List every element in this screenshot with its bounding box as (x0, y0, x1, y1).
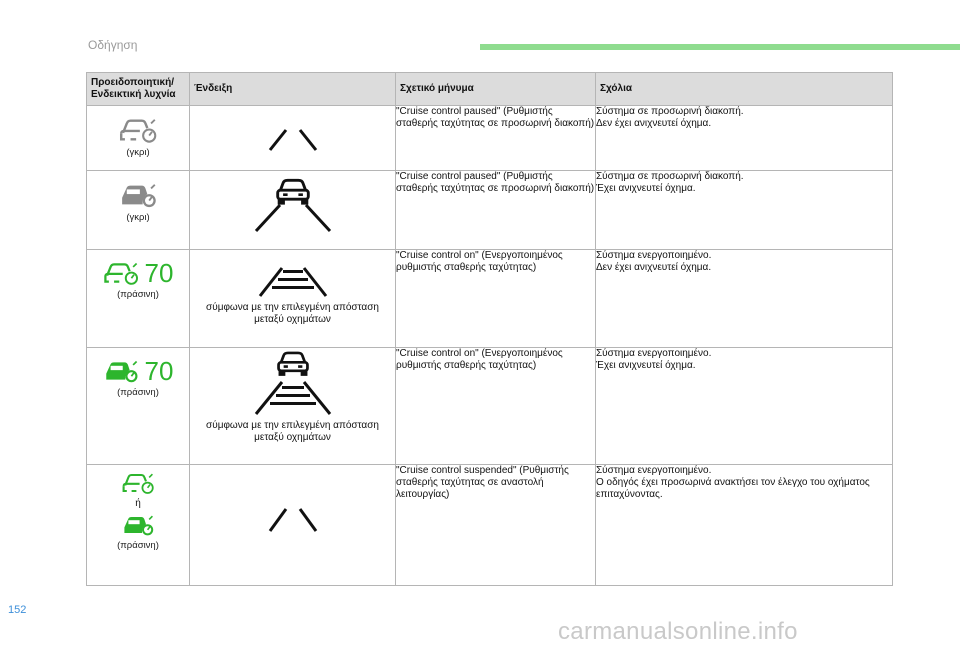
lane-lines-icon (268, 129, 318, 151)
related-message: "Cruise control on" (Ενεργοποιημένος ρυθ… (395, 249, 596, 348)
comment-line: Σύστημα ενεργοποιημένο. (596, 250, 712, 261)
lamp-cell: ή (πράσινη) (86, 464, 190, 586)
column-header: Σχετικό μήνυμα (395, 72, 596, 106)
lane-lines-with-vehicle-icon (254, 178, 332, 233)
distance-bars-icon (258, 267, 328, 297)
display-cell: σύμφωνα με την επιλεγμένη απόσταση μεταξ… (189, 249, 396, 348)
comment-line: Σύστημα ενεργοποιημένο. (596, 465, 712, 476)
table-row: 70 (πράσινη) σύμφωνα με την επιλεγμένη α… (86, 249, 893, 348)
related-message: "Cruise control paused" (Ρυθμιστής σταθε… (395, 105, 596, 171)
column-header: Ένδειξη (189, 72, 396, 106)
comment-line: Έχει ανιχνευτεί όχημα. (596, 360, 696, 371)
table-row: (γκρι) "Cruise control paused" (Ρυθμιστή… (86, 170, 893, 250)
column-header: Προειδοποιητική/ Ενδεικτική λυχνία (86, 72, 190, 106)
cruise-control-table: Προειδοποιητική/ Ενδεικτική λυχνία Ένδει… (86, 72, 893, 586)
cruise-control-outline-icon (119, 116, 157, 144)
table-row: 70 (πράσινη) σύμφωνα με την επιλεγμένη α… (86, 347, 893, 465)
comment-line: Δεν έχει ανιχνευτεί όχημα. (596, 118, 712, 129)
lamp-color-label: (πράσινη) (117, 289, 159, 300)
cruise-control-outline-icon (103, 260, 139, 286)
header-accent-bar (480, 44, 960, 50)
comment-cell: Σύστημα ενεργοποιημένο. Δεν έχει ανιχνευ… (595, 249, 893, 348)
comment-cell: Σύστημα σε προσωρινή διακοπή. Έχει ανιχν… (595, 170, 893, 250)
lamp-color-label: (πράσινη) (117, 540, 159, 551)
cruise-control-filled-icon (103, 358, 139, 384)
lamp-color-label: (γκρι) (126, 147, 150, 158)
lamp-color-label: (γκρι) (126, 212, 150, 223)
lamp-cell: (γκρι) (86, 105, 190, 171)
lamp-cell: 70 (πράσινη) (86, 249, 190, 348)
related-message: "Cruise control paused" (Ρυθμιστής σταθε… (395, 170, 596, 250)
comment-line: Σύστημα ενεργοποιημένο. (596, 348, 712, 359)
cruise-control-filled-icon (119, 181, 157, 209)
lamp-speed: 70 (144, 258, 174, 288)
comment-line: Σύστημα σε προσωρινή διακοπή. (596, 106, 744, 117)
lamp-cell: (γκρι) (86, 170, 190, 250)
display-cell (189, 170, 396, 250)
comment-cell: Σύστημα ενεργοποιημένο. Ο οδηγός έχει πρ… (595, 464, 893, 586)
section-title: Οδήγηση (88, 38, 138, 52)
column-header: Σχόλια (595, 72, 893, 106)
comment-cell: Σύστημα ενεργοποιημένο. Έχει ανιχνευτεί … (595, 347, 893, 465)
lane-lines-icon (268, 508, 318, 532)
lamp-speed: 70 (144, 356, 174, 386)
cruise-control-filled-icon (121, 513, 155, 537)
related-message: "Cruise control on" (Ενεργοποιημένος ρυθ… (395, 347, 596, 465)
comment-line: Ο οδηγός έχει προσωρινά ανακτήσει τον έλ… (596, 477, 870, 500)
table-row: (γκρι) "Cruise control paused" (Ρυθμιστή… (86, 105, 893, 171)
watermark: carmanualsonline.info (558, 618, 798, 645)
lamp-color-label: (πράσινη) (117, 387, 159, 398)
display-cell (189, 105, 396, 171)
distance-bars-with-vehicle-icon (254, 351, 332, 415)
table-row: ή (πράσινη) "Cruise control suspended" (… (86, 464, 893, 586)
display-cell: σύμφωνα με την επιλεγμένη απόσταση μεταξ… (189, 347, 396, 465)
cruise-control-outline-icon (121, 471, 155, 495)
or-label: ή (135, 498, 141, 509)
comment-line: Δεν έχει ανιχνευτεί όχημα. (596, 262, 712, 273)
lamp-cell: 70 (πράσινη) (86, 347, 190, 465)
display-cell (189, 464, 396, 586)
comment-cell: Σύστημα σε προσωρινή διακοπή. Δεν έχει α… (595, 105, 893, 171)
display-caption: σύμφωνα με την επιλεγμένη απόσταση μεταξ… (206, 420, 379, 443)
display-caption: σύμφωνα με την επιλεγμένη απόσταση μεταξ… (206, 302, 379, 325)
table-header-row: Προειδοποιητική/ Ενδεικτική λυχνία Ένδει… (86, 72, 893, 106)
comment-line: Έχει ανιχνευτεί όχημα. (596, 183, 696, 194)
related-message: "Cruise control suspended" (Ρυθμιστής στ… (395, 464, 596, 586)
page-number: 152 (8, 604, 27, 616)
comment-line: Σύστημα σε προσωρινή διακοπή. (596, 171, 744, 182)
